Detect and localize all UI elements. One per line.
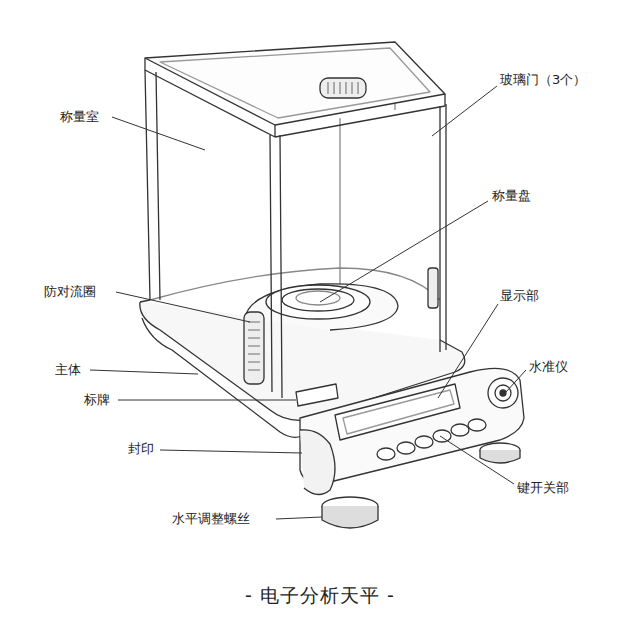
part-label: 防对流圈 (44, 284, 96, 300)
figure-caption: - 电子分析天平 - (245, 583, 395, 609)
part-label: 主体 (55, 362, 81, 378)
part-label: 标牌 (84, 392, 110, 408)
part-label: 水平调整螺丝 (172, 511, 250, 527)
part-label: 键开关部 (517, 480, 569, 496)
part-label: 水准仪 (529, 359, 568, 375)
part-label: 显示部 (500, 288, 539, 304)
part-label: 称量盘 (492, 188, 531, 204)
part-label: 玻璃门（3个） (500, 72, 586, 88)
part-label: 称量室 (60, 109, 99, 125)
part-label: 封印 (128, 441, 154, 457)
